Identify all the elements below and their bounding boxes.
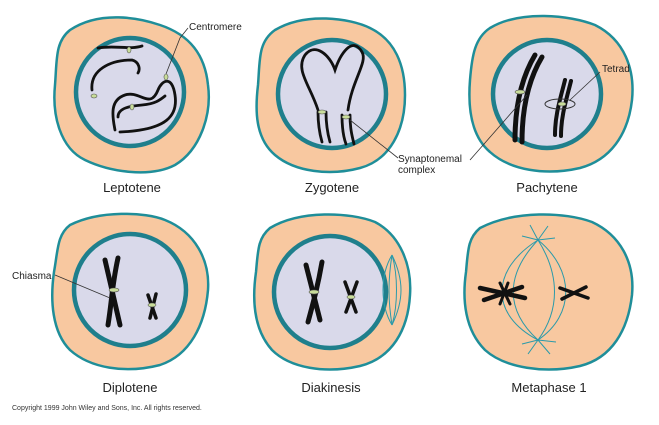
stage-label-metaphase-1: Metaphase 1: [511, 380, 586, 395]
tetrad-leader: [569, 71, 601, 101]
nucleus: [73, 35, 187, 149]
chiasma-label: Chiasma: [12, 271, 52, 282]
stage-label-leptotene: Leptotene: [103, 180, 161, 195]
cell-pachytene: [468, 14, 634, 173]
centromere-leader: [165, 27, 189, 75]
cell-diakinesis: [253, 213, 412, 371]
chiasma-leader: [54, 274, 111, 299]
copyright-notice: Copyright 1999 John Wiley and Sons, Inc.…: [12, 405, 202, 412]
synaptonemal-label-line2: complex: [398, 165, 435, 176]
nucleus: [271, 233, 389, 351]
cell-diplotene: [51, 212, 210, 371]
synaptonemal-leader: [349, 119, 399, 159]
stage-label-diplotene: Diplotene: [103, 380, 158, 395]
nucleus: [275, 37, 389, 151]
synaptonemal-leader-2: [469, 94, 528, 161]
nucleus: [490, 37, 604, 151]
nucleus: [71, 231, 189, 349]
stage-label-diakinesis: Diakinesis: [301, 380, 361, 395]
synaptonemal-label-line1: Synaptonemal: [398, 154, 462, 165]
cell-metaphase-1: [463, 213, 634, 371]
spindle-forming: [382, 254, 402, 326]
tetrad-label: Tetrad: [602, 64, 630, 75]
centromere-label: Centromere: [189, 22, 242, 33]
stage-label-zygotene: Zygotene: [305, 180, 359, 195]
stage-label-pachytene: Pachytene: [516, 180, 577, 195]
cell-zygotene: [255, 17, 407, 174]
cell-leptotene: [53, 16, 210, 174]
